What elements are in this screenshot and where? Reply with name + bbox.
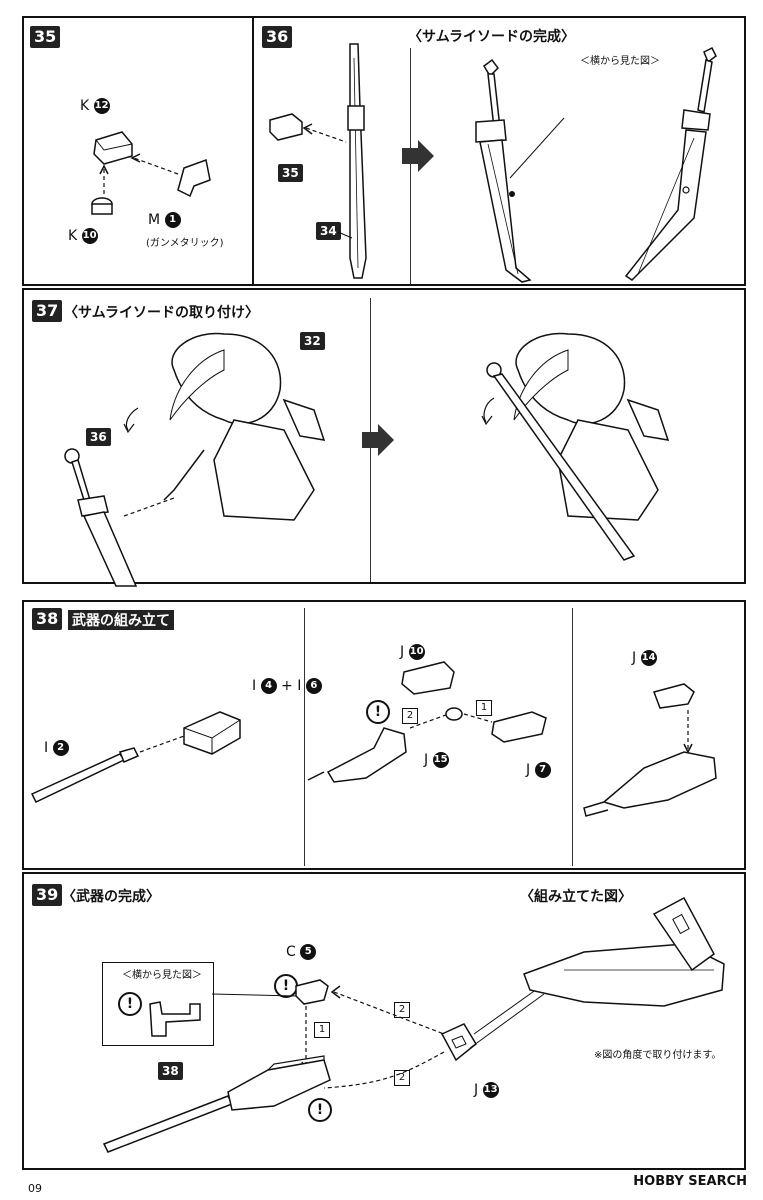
- part-letter: C: [286, 944, 296, 960]
- label-j10: J 10: [400, 644, 425, 660]
- page-number: 09: [28, 1182, 42, 1195]
- part-letter: J: [474, 1082, 479, 1098]
- divider: [304, 608, 305, 866]
- order-box-1: 1: [476, 700, 492, 716]
- side-view-box: [102, 962, 214, 1046]
- label-m1: M 1: [148, 212, 181, 228]
- panel-title: 〈武器の完成〉: [62, 889, 160, 905]
- panel-step-38: 38 武器の組み立て I 2 I 4 + I 6 J 10 J 15 J 7 J…: [22, 600, 746, 870]
- part-tag-35: 35: [278, 164, 303, 182]
- part-number-badge: 2: [52, 740, 69, 756]
- part-letter: J: [526, 762, 531, 778]
- attachment-note: ※図の角度で取り付けます。: [594, 1050, 722, 1061]
- part-number-badge: 10: [81, 228, 98, 244]
- part-number-badge: 6: [305, 678, 322, 694]
- label-i4-i6: I 4 + I 6: [252, 678, 322, 694]
- part-tag-32: 32: [300, 332, 325, 350]
- label-j14: J 14: [632, 650, 657, 666]
- part-letter: I: [297, 678, 302, 694]
- label-c5: C 5: [286, 944, 317, 960]
- panel-title: 〈サムライソードの完成〉: [408, 29, 576, 45]
- label-gunmetallic: (ガンメタリック): [146, 238, 224, 249]
- part-tag-36: 36: [86, 428, 111, 446]
- label-k10: K 10: [68, 228, 98, 244]
- part-tag-38: 38: [158, 1062, 183, 1080]
- attention-icon-side-view: !: [118, 992, 142, 1016]
- part-letter: J: [424, 752, 429, 768]
- panel-step-35: 35 K 12 K 10 M 1 (ガンメタリック): [22, 16, 254, 286]
- divider: [410, 48, 411, 284]
- watermark: HOBBY SEARCH: [633, 1174, 747, 1189]
- weapon-diagram-39: [102, 896, 725, 1153]
- part-letter: I: [44, 740, 49, 756]
- panel-title: 〈サムライソードの取り付け〉: [64, 305, 260, 321]
- label-j15: J 15: [424, 752, 449, 768]
- label-j7: J 7: [526, 762, 551, 778]
- part-number-badge: 12: [93, 98, 110, 114]
- side-view-label: ＜横から見た図＞: [122, 970, 202, 981]
- part-number-badge: 13: [482, 1082, 499, 1098]
- part-number-badge: 15: [432, 752, 449, 768]
- step-number-35: 35: [30, 26, 61, 48]
- part-number-badge: 4: [260, 678, 277, 694]
- panel-step-39: 39 〈武器の完成〉 〈組み立てた図〉 ＜横から見た図＞ C 5 J 13 38…: [22, 872, 746, 1170]
- divider: [572, 608, 573, 866]
- side-view-label: ＜横から見た図＞: [580, 56, 660, 67]
- part-letter: J: [400, 644, 405, 660]
- part-letter: I: [252, 678, 257, 694]
- part-tag-34: 34: [316, 222, 341, 240]
- label-j13: J 13: [474, 1082, 499, 1098]
- part-letter: M: [148, 212, 161, 228]
- step-number-39: 39: [32, 884, 63, 906]
- step-number-38: 38: [32, 608, 63, 630]
- weapon-diagram-38: [30, 661, 717, 817]
- figure-diagram-37: [64, 332, 670, 587]
- plus-sign: +: [281, 678, 293, 694]
- part-number-badge: 1: [164, 212, 181, 228]
- part-letter: K: [80, 98, 90, 114]
- order-box-2: 2: [402, 708, 418, 724]
- attention-icon: !: [366, 700, 390, 724]
- attention-icon-body: !: [308, 1098, 332, 1122]
- assembled-view-title: 〈組み立てた図〉: [520, 889, 632, 905]
- panel-step-37: 37 〈サムライソードの取り付け〉 32 36: [22, 288, 746, 587]
- part-number-badge: 10: [408, 644, 425, 660]
- panel-step-36: 36 〈サムライソードの完成〉 ＜横から見た図＞ 35 34: [252, 16, 746, 286]
- step-number-37: 37: [32, 300, 63, 322]
- order-box-1: 1: [314, 1022, 330, 1038]
- label-k12: K 12: [80, 98, 110, 114]
- part-number-badge: 5: [300, 944, 317, 960]
- part-number-badge: 14: [640, 650, 657, 666]
- sword-diagram-36: [269, 43, 717, 283]
- label-i2: I 2: [44, 740, 69, 756]
- step-number-36: 36: [262, 26, 293, 48]
- panel-title: 武器の組み立て: [68, 610, 174, 630]
- part-letter: K: [68, 228, 78, 244]
- part-letter: J: [632, 650, 637, 666]
- part-diagram-35: [91, 131, 211, 215]
- part-number-badge: 7: [534, 762, 551, 778]
